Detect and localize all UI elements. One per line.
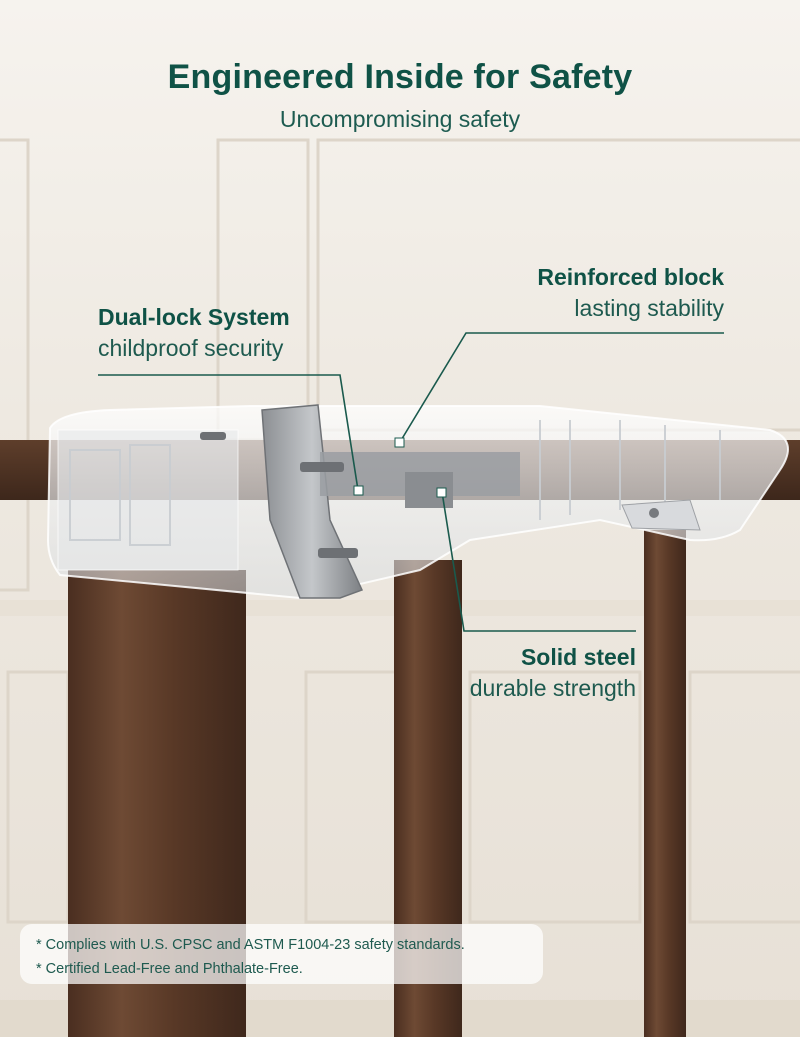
callout-dual-lock: Dual-lock System childproof security <box>98 302 290 364</box>
callout-steel-title: Solid steel <box>520 644 636 670</box>
mounting-bracket <box>621 499 701 531</box>
callout-lines <box>98 332 724 632</box>
page-title: Engineered Inside for Safety <box>167 58 633 96</box>
callout-dual-lock-subtitle: childproof security <box>98 335 284 361</box>
compliance-note: * Certified Lead-Free and Phthalate-Free… <box>36 961 303 977</box>
callout-steel-subtitle: durable strength <box>469 675 636 701</box>
callout-dot-reinforced <box>394 437 405 448</box>
compliance-note: * Complies with U.S. CPSC and ASTM F1004… <box>36 937 465 953</box>
callout-reinforced-title: Reinforced block <box>537 264 724 290</box>
callout-reinforced-subtitle: lasting stability <box>574 295 724 321</box>
callout-reinforced: Reinforced block lasting stability <box>537 262 724 324</box>
compliance-notes: * Complies with U.S. CPSC and ASTM F1004… <box>20 924 543 984</box>
wood-post-right <box>644 530 686 1037</box>
page-subtitle: Uncompromising safety <box>279 106 521 132</box>
callout-dot-steel <box>436 487 447 498</box>
callout-dual-lock-title: Dual-lock System <box>98 304 290 330</box>
guard-end-block <box>57 429 239 571</box>
callout-steel: Solid steel durable strength <box>470 642 636 704</box>
callout-dot-dual-lock <box>353 485 364 496</box>
